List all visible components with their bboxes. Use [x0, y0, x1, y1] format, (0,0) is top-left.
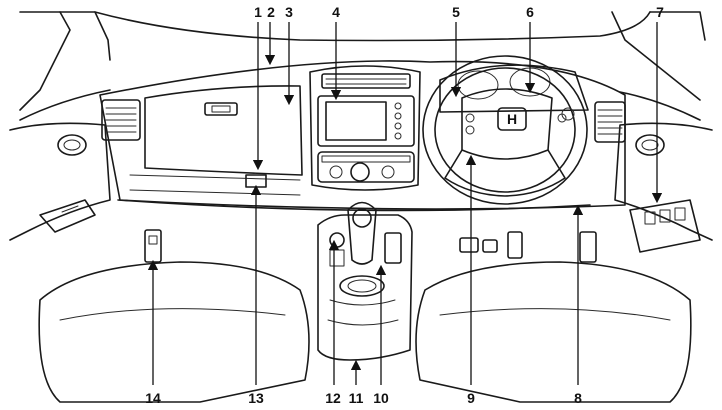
callout-12: 12 [325, 390, 341, 406]
cabin-frame [19, 11, 706, 121]
callout-10: 10 [373, 390, 389, 406]
callout-8: 8 [574, 390, 582, 406]
dash-module [245, 174, 267, 188]
glove-box [144, 85, 303, 176]
callout-6: 6 [526, 4, 534, 20]
callout-11: 11 [349, 390, 364, 406]
callout-9: 9 [467, 390, 475, 406]
left-seat [38, 261, 310, 403]
right-air-vent [594, 101, 626, 143]
pedals [459, 231, 523, 259]
callout-2: 2 [267, 4, 275, 20]
left-air-vent [101, 99, 141, 141]
callout-labels: 1 2 3 4 5 6 7 8 9 10 11 12 13 14 [145, 4, 664, 406]
right-kick-panel-device [579, 231, 597, 263]
callout-7: 7 [656, 4, 664, 20]
leader-lines [147, 22, 663, 385]
center-stack [309, 65, 421, 191]
left-door [9, 122, 111, 241]
callout-14: 14 [145, 390, 161, 406]
left-kick-panel-device [144, 229, 162, 263]
steering-badge: H [507, 111, 517, 127]
callout-5: 5 [452, 4, 460, 20]
dashboard [99, 60, 626, 212]
steering-wheel: H [422, 55, 588, 205]
right-door [614, 122, 713, 253]
center-console [317, 201, 413, 361]
right-seat [415, 261, 692, 403]
callout-3: 3 [285, 4, 293, 20]
callout-4: 4 [332, 4, 340, 20]
callout-13: 13 [248, 390, 264, 406]
callout-1: 1 [254, 4, 262, 20]
